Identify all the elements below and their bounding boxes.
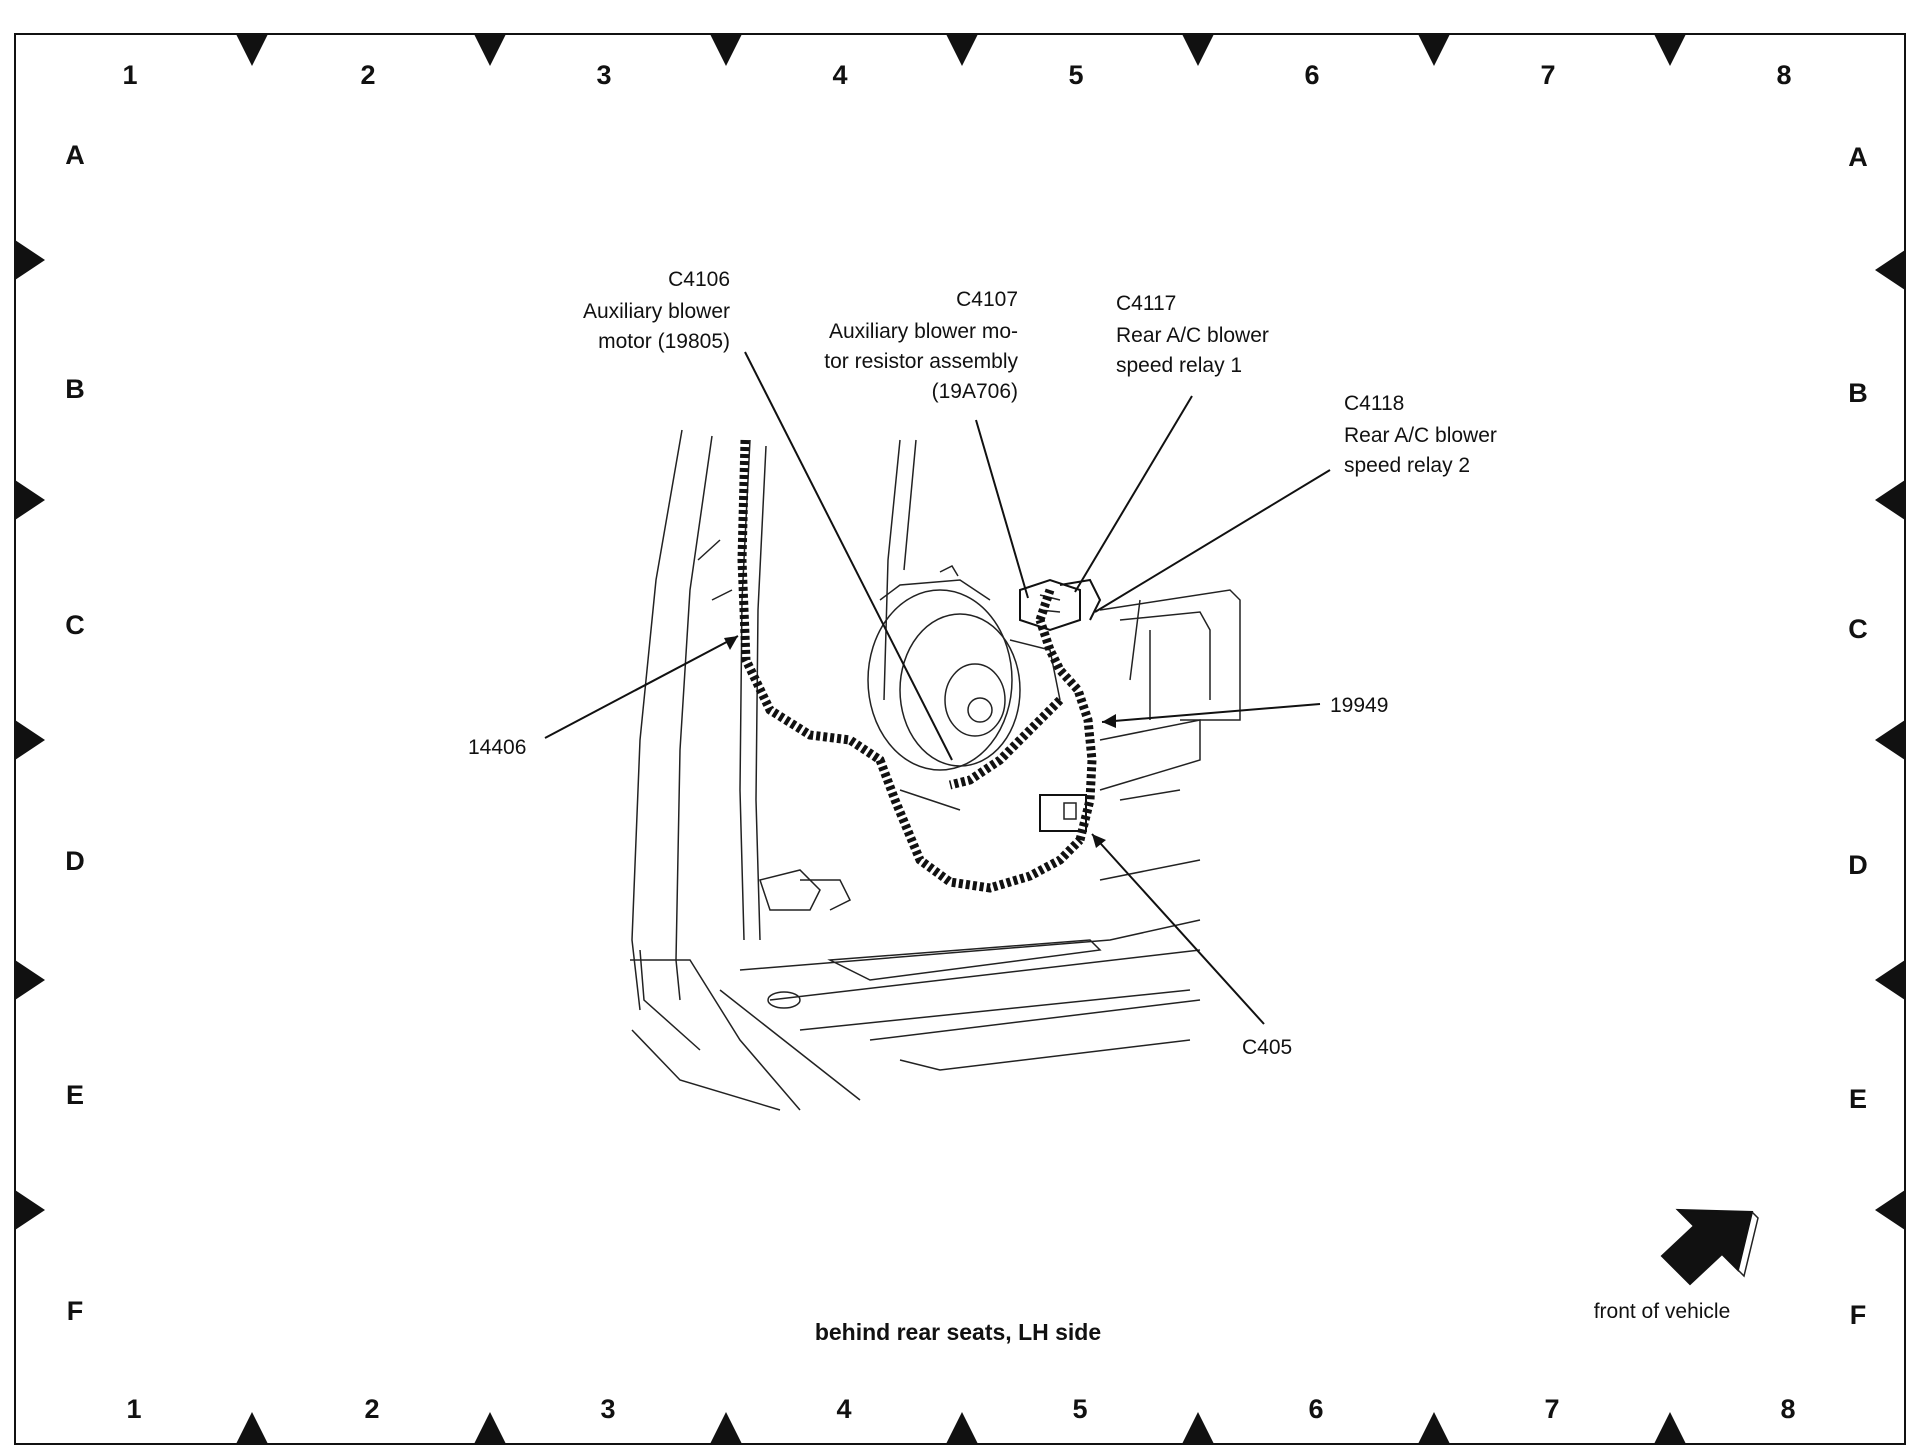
col-label-8: 8 bbox=[1780, 1394, 1795, 1424]
col-label-8: 8 bbox=[1776, 60, 1791, 90]
col-label-6: 6 bbox=[1308, 1394, 1323, 1424]
row-label-b: B bbox=[1848, 378, 1868, 408]
row-label-a: A bbox=[1848, 142, 1868, 172]
callout-c4107-line1: Auxiliary blower mo- bbox=[829, 320, 1018, 343]
callout-c4107-line2: tor resistor assembly bbox=[824, 350, 1018, 373]
row-label-d: D bbox=[65, 846, 85, 876]
leader-c4118 bbox=[1094, 469, 1331, 613]
row-label-f: F bbox=[67, 1296, 84, 1326]
col-label-6: 6 bbox=[1304, 60, 1319, 90]
wire-harness bbox=[737, 439, 1097, 893]
callout-19949: 19949 bbox=[1330, 694, 1388, 717]
left-grid-markers bbox=[15, 240, 45, 1230]
leader-c4106 bbox=[744, 351, 953, 761]
column-labels-bottom: 1 2 3 4 5 6 7 8 bbox=[126, 1394, 1795, 1424]
row-label-c: C bbox=[1848, 614, 1868, 644]
row-label-d: D bbox=[1848, 850, 1868, 880]
bottom-grid-markers bbox=[236, 1412, 1686, 1444]
callout-c4107: C4107 Auxiliary blower mo- tor resistor … bbox=[824, 288, 1018, 403]
callout-c4107-id: C4107 bbox=[956, 288, 1018, 311]
row-label-a: A bbox=[65, 140, 85, 170]
location-caption: behind rear seats, LH side bbox=[815, 1319, 1101, 1345]
leader-c4107 bbox=[975, 419, 1029, 599]
col-label-2: 2 bbox=[360, 60, 375, 90]
callout-c4118: C4118 Rear A/C blower speed relay 2 bbox=[1344, 392, 1497, 477]
callout-c4106: C4106 Auxiliary blower motor (19805) bbox=[583, 268, 730, 353]
callout-c4107-line3: (19A706) bbox=[932, 380, 1018, 403]
front-arrow-icon bbox=[1660, 1208, 1759, 1286]
front-of-vehicle-label: front of vehicle bbox=[1594, 1300, 1731, 1323]
callout-c4117-line2: speed relay 1 bbox=[1116, 354, 1242, 377]
leader-c405 bbox=[1091, 833, 1265, 1025]
col-label-5: 5 bbox=[1068, 60, 1083, 90]
callout-c4106-id: C4106 bbox=[668, 268, 730, 291]
vehicle-structure-drawing bbox=[630, 429, 1241, 1111]
row-label-e: E bbox=[66, 1080, 84, 1110]
row-label-b: B bbox=[65, 374, 85, 404]
row-label-e: E bbox=[1849, 1084, 1867, 1114]
callout-c4118-id: C4118 bbox=[1344, 392, 1404, 415]
callout-c4106-line2: motor (19805) bbox=[598, 330, 730, 353]
col-label-3: 3 bbox=[596, 60, 611, 90]
col-label-4: 4 bbox=[832, 60, 847, 90]
row-labels-right: A B C D E F bbox=[1848, 142, 1868, 1330]
col-label-4: 4 bbox=[836, 1394, 851, 1424]
callout-c4106-line1: Auxiliary blower bbox=[583, 300, 730, 323]
right-grid-markers bbox=[1875, 250, 1905, 1230]
col-label-2: 2 bbox=[364, 1394, 379, 1424]
col-label-1: 1 bbox=[122, 60, 137, 90]
col-label-7: 7 bbox=[1544, 1394, 1559, 1424]
col-label-5: 5 bbox=[1072, 1394, 1087, 1424]
callout-c4118-line1: Rear A/C blower bbox=[1344, 424, 1497, 447]
callout-c4117-id: C4117 bbox=[1116, 292, 1176, 315]
col-label-7: 7 bbox=[1540, 60, 1555, 90]
callout-c4117: C4117 Rear A/C blower speed relay 1 bbox=[1116, 292, 1269, 377]
row-labels-left: A B C D E F bbox=[65, 140, 85, 1326]
callout-c405: C405 bbox=[1242, 1036, 1292, 1059]
row-label-c: C bbox=[65, 610, 85, 640]
frame-border bbox=[14, 33, 1906, 1445]
col-label-3: 3 bbox=[600, 1394, 615, 1424]
leader-19949 bbox=[1101, 703, 1321, 723]
callout-14406: 14406 bbox=[468, 736, 526, 759]
leader-c4117 bbox=[1074, 395, 1193, 593]
leader-lines bbox=[544, 351, 1331, 1025]
row-label-f: F bbox=[1850, 1300, 1867, 1330]
callout-c4117-line1: Rear A/C blower bbox=[1116, 324, 1269, 347]
callout-c4118-line2: speed relay 2 bbox=[1344, 454, 1470, 477]
leader-14406 bbox=[544, 635, 739, 739]
column-labels-top: 1 2 3 4 5 6 7 8 bbox=[122, 60, 1791, 90]
col-label-1: 1 bbox=[126, 1394, 141, 1424]
top-grid-markers bbox=[236, 34, 1686, 66]
